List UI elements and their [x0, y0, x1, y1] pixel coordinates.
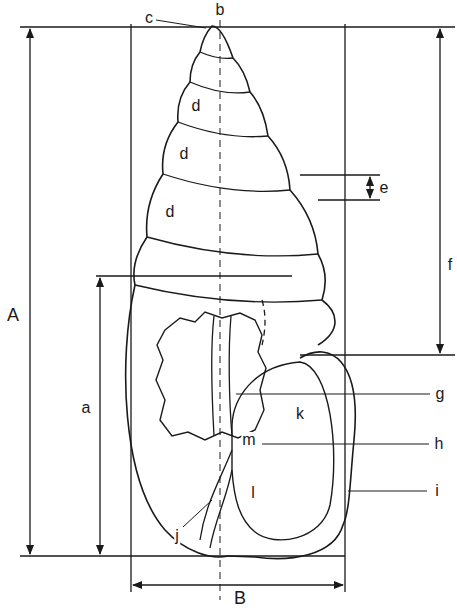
- dimension-arrow: [133, 584, 343, 585]
- part-label: m: [241, 432, 256, 448]
- part-label: g: [435, 386, 446, 402]
- cutaway-window: [156, 312, 266, 440]
- part-label: i: [434, 483, 440, 499]
- leader-line: [156, 20, 206, 28]
- columella-inner: [212, 316, 214, 436]
- columella: [210, 470, 232, 548]
- part-label: l: [250, 485, 256, 501]
- dimension-arrow: [439, 29, 440, 353]
- extension-line: [20, 26, 455, 27]
- spire-outline: [134, 52, 200, 285]
- extension-line: [318, 199, 380, 200]
- part-label: j: [174, 528, 180, 544]
- columella-inner: [229, 316, 232, 436]
- dimension-arrow: [99, 278, 100, 554]
- suture: [190, 82, 250, 93]
- aperture: [232, 362, 334, 540]
- part-label: k: [295, 406, 305, 422]
- suture: [178, 122, 268, 137]
- part-label: d: [191, 98, 202, 114]
- leader-line: [183, 500, 212, 527]
- hidden-suture: [262, 300, 265, 345]
- part-label: b: [215, 2, 226, 18]
- extension-line: [344, 24, 345, 592]
- extension-line: [300, 354, 455, 355]
- leader-line: [262, 444, 429, 445]
- part-label: c: [144, 10, 154, 26]
- part-label: e: [379, 180, 390, 196]
- dimension-arrow: [29, 29, 30, 554]
- part-label: d: [179, 146, 190, 162]
- dimension-label: A: [6, 306, 20, 324]
- body-whorl: [318, 300, 335, 345]
- extension-line: [300, 174, 380, 175]
- suture: [163, 174, 290, 191]
- suture: [200, 52, 233, 58]
- dimension-label: B: [233, 589, 247, 607]
- spire-outline: [200, 26, 325, 300]
- part-label: f: [447, 257, 453, 273]
- body-whorl: [126, 285, 228, 557]
- outer-lip: [228, 352, 355, 559]
- part-label: h: [434, 436, 445, 452]
- part-label: d: [165, 204, 176, 220]
- suture: [147, 237, 318, 256]
- suture: [135, 285, 322, 302]
- extension-line: [96, 275, 292, 276]
- part-label: a: [81, 400, 92, 416]
- dimension-arrow: [369, 177, 370, 198]
- leader-line: [348, 491, 427, 492]
- leader-line: [236, 394, 430, 395]
- columella: [200, 450, 232, 540]
